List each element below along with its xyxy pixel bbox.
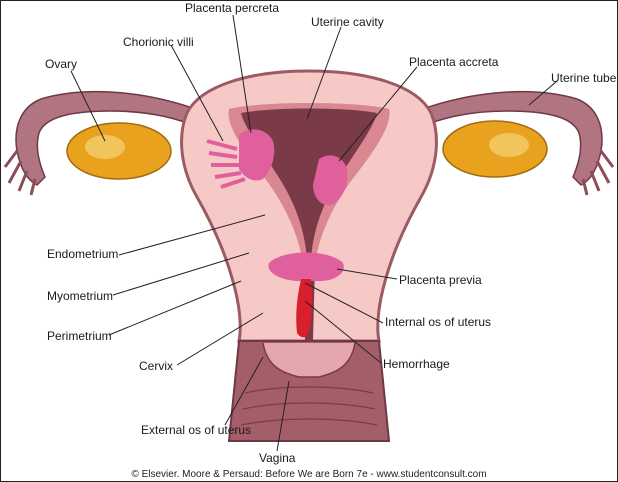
copyright-credit: © Elsevier. Moore & Persaud: Before We a… xyxy=(131,469,487,480)
label-internal-os: Internal os of uterus xyxy=(385,315,492,329)
right-ovary-follicle xyxy=(489,133,529,157)
placenta-percreta-shape xyxy=(239,129,275,181)
label-uterine-tube: Uterine tube xyxy=(551,71,617,85)
label-ovary: Ovary xyxy=(45,57,78,71)
right-fimbriae xyxy=(581,150,615,196)
label-myometrium: Myometrium xyxy=(47,289,114,303)
chorionic-villi-shape xyxy=(206,139,246,189)
cervix-vagina xyxy=(227,340,391,442)
left-ovary-follicle xyxy=(85,135,125,159)
label-chorionic-villi: Chorionic villi xyxy=(123,35,194,49)
label-perimetrium: Perimetrium xyxy=(47,329,112,343)
label-hemorrhage: Hemorrhage xyxy=(383,357,450,371)
label-cervix: Cervix xyxy=(139,359,174,373)
label-placenta-percreta: Placenta percreta xyxy=(185,1,280,15)
placenta-accreta-shape xyxy=(313,155,348,206)
label-placenta-accreta: Placenta accreta xyxy=(409,55,499,69)
placenta-previa-shape xyxy=(268,252,344,281)
label-vagina: Vagina xyxy=(259,451,296,465)
vaginal-rugae xyxy=(240,386,378,426)
hemorrhage-shape xyxy=(296,279,313,338)
leader-lines xyxy=(70,14,558,452)
external-os-fold xyxy=(262,342,356,378)
left-fimbriae xyxy=(3,150,37,196)
label-endometrium: Endometrium xyxy=(47,247,119,261)
label-uterine-cavity: Uterine cavity xyxy=(311,15,384,29)
right-uterine-tube xyxy=(416,90,603,186)
left-uterine-tube xyxy=(15,90,202,186)
label-placenta-previa: Placenta previa xyxy=(399,273,482,287)
uterine-cavity-shape xyxy=(241,108,377,259)
label-external-os: External os of uterus xyxy=(141,423,252,437)
